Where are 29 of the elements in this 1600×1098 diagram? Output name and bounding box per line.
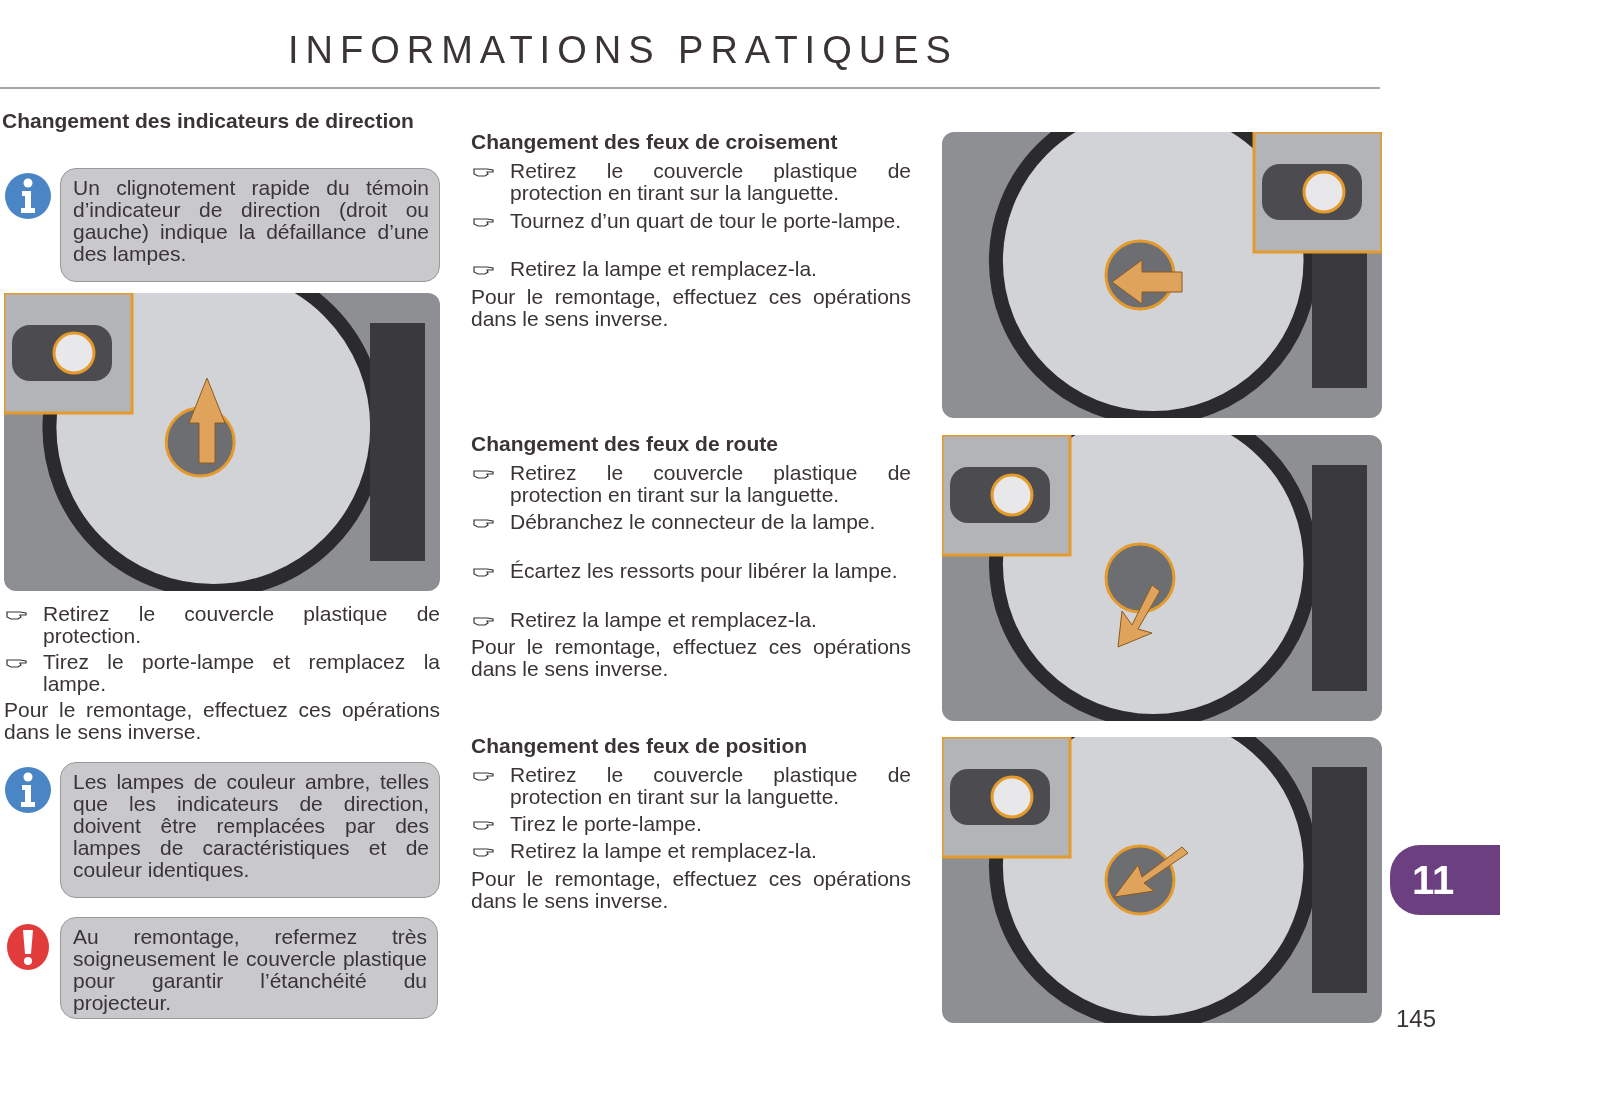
- note-text: Un clignotement rapide du témoin d’indicateur de direction (droit ou gauche) indique la défaillance d’une des lampes.: [73, 177, 429, 265]
- section-heading: Changement des feux de croisement: [471, 131, 839, 153]
- page-number: 145: [1396, 1006, 1437, 1032]
- instruction-text: Retirez la lampe et remplacez-la.: [510, 840, 818, 862]
- instruction-text: Tirez le porte-lampe et remplacez la lampe.: [43, 651, 440, 695]
- body-text: Pour le remontage, effectuez ces opérations dans le sens inverse.: [471, 636, 911, 680]
- note-text: Au remontage, refermez très soigneusement le couvercle plastique pour garantir l’étanchéité du projecteur.: [73, 926, 427, 1014]
- instruction-text: Retirez le couvercle plastique de protection en tirant sur la languette.: [510, 764, 911, 808]
- page-title: INFORMATIONS PRATIQUES: [288, 30, 958, 70]
- section-heading: Changement des indicateurs de direction: [2, 110, 415, 132]
- body-text: Pour le remontage, effectuez ces opérations dans le sens inverse.: [471, 286, 911, 330]
- instruction-text: Débranchez le connecteur de la lampe.: [510, 511, 877, 533]
- instruction-text: Retirez la lampe et remplacez-la.: [510, 258, 818, 280]
- chapter-tab: 11: [1390, 845, 1500, 915]
- body-text: Pour le remontage, effectuez ces opérations dans le sens inverse.: [471, 868, 911, 912]
- section-heading: Changement des feux de route: [471, 433, 779, 455]
- note-box: [60, 168, 440, 282]
- instruction-text: Retirez le couvercle plastique de protection en tirant sur la languette.: [510, 160, 911, 204]
- instruction-text: Tirez le porte-lampe.: [510, 813, 703, 835]
- body-text: Pour le remontage, effectuez ces opérations dans le sens inverse.: [4, 699, 440, 743]
- section-heading: Changement des feux de position: [471, 735, 809, 757]
- instruction-text: Retirez la lampe et remplacez-la.: [510, 609, 818, 631]
- instruction-text: Écartez les ressorts pour libérer la lampe.: [510, 560, 899, 582]
- instruction-text: Tournez d’un quart de tour le porte-lampe.: [510, 210, 903, 232]
- instruction-text: Retirez le couvercle plastique de protection.: [43, 603, 440, 647]
- note-box: [60, 917, 438, 1019]
- note-box: [60, 762, 440, 898]
- note-text: Les lampes de couleur ambre, telles que les indicateurs de direction, doivent être remplacées par des lampes de caractéristiques et de couleur identiques.: [73, 771, 429, 881]
- instruction-text: Retirez le couvercle plastique de protection en tirant sur la languette.: [510, 462, 911, 506]
